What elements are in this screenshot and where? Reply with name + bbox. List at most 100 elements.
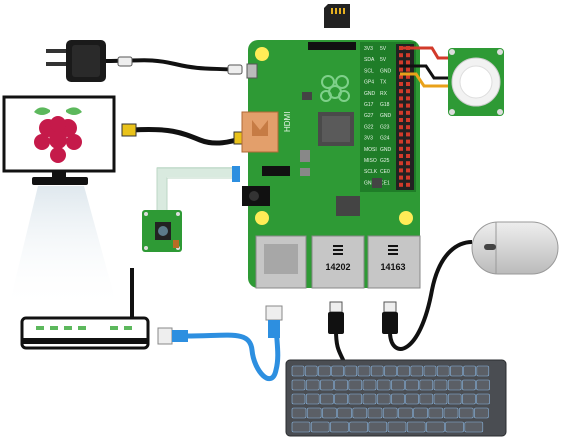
gpio-label: GND xyxy=(380,147,392,153)
keyboard-key xyxy=(463,365,476,377)
keyboard-key xyxy=(352,407,368,419)
keyboard-key xyxy=(337,407,352,419)
gpio-pin xyxy=(399,89,403,94)
power-adapter-icon xyxy=(46,40,106,82)
keyboard-key xyxy=(433,379,448,391)
gpio-label: GND xyxy=(364,91,376,97)
keyboard-key xyxy=(443,407,459,419)
gpio-label: G22 xyxy=(364,124,374,130)
keyboard-key xyxy=(405,393,419,405)
gpio-label: GND xyxy=(380,113,392,119)
gpio-pin xyxy=(399,60,403,65)
gpio-label: CE0 xyxy=(380,169,390,175)
keyboard-key xyxy=(391,379,405,391)
keyboard-key xyxy=(348,379,363,391)
keyboard-key xyxy=(291,379,306,391)
gpio-label: MOSI xyxy=(364,147,377,153)
gpio-pin xyxy=(399,139,403,144)
keyboard-key xyxy=(291,393,306,405)
gpio-pin xyxy=(406,103,410,108)
keyboard-key xyxy=(447,379,462,391)
keyboard-key xyxy=(362,393,377,405)
gpio-pin xyxy=(406,67,410,72)
keyboard-key xyxy=(291,407,307,419)
gpio-label: 3V3 xyxy=(364,136,373,142)
gpio-pin xyxy=(406,146,410,151)
keyboard-key xyxy=(462,379,476,391)
gpio-label: GP4 xyxy=(364,80,374,86)
keyboard-key xyxy=(304,365,318,377)
gpio-pin xyxy=(406,110,410,115)
keyboard-key xyxy=(462,393,476,405)
gpio-pin xyxy=(406,89,410,94)
keyboard-key xyxy=(391,393,405,405)
gpio-pin xyxy=(399,110,403,115)
gpio-pin xyxy=(406,74,410,79)
keyboard-key xyxy=(464,421,484,433)
gpio-label: 3V3 xyxy=(364,46,373,52)
keyboard-key xyxy=(433,393,448,405)
gpio-label: G25 xyxy=(380,158,390,164)
keyboard-key xyxy=(330,421,349,433)
gpio-label: RX xyxy=(380,91,388,97)
gpio-pin xyxy=(406,132,410,137)
keyboard-key xyxy=(476,365,490,377)
keyboard-key xyxy=(344,365,358,377)
keyboard-key xyxy=(382,407,398,419)
keyboard-key xyxy=(458,407,474,419)
sensor-wire-red xyxy=(400,46,448,60)
gpio-label: SCL xyxy=(364,68,374,74)
camera-module-icon xyxy=(142,210,182,252)
gpio-label: 5V xyxy=(380,57,387,63)
keyboard-key xyxy=(426,421,445,433)
gpio-label: GND xyxy=(380,68,392,74)
keyboard-key xyxy=(291,365,305,377)
keyboard-key xyxy=(450,365,463,377)
ethernet-cable xyxy=(185,319,281,382)
wifi-beam xyxy=(8,186,118,310)
gpio-label: TX xyxy=(380,80,387,86)
keyboard-key xyxy=(334,379,348,391)
keyboard-key xyxy=(331,365,344,377)
keyboard-icon xyxy=(285,359,507,437)
keyboard-key xyxy=(474,407,489,419)
camera-ribbon-cable xyxy=(156,166,240,210)
keyboard-key xyxy=(318,365,331,377)
gpio-label: MISO xyxy=(364,158,377,164)
keyboard-key xyxy=(368,421,388,433)
keyboard-key xyxy=(291,421,311,433)
usb-plug-icon xyxy=(117,56,133,67)
ethernet-plug-icon xyxy=(265,305,283,338)
gpio-pin xyxy=(399,67,403,72)
gpio-label: G18 xyxy=(380,102,390,108)
gpio-header xyxy=(396,44,414,190)
keyboard-key xyxy=(410,365,424,377)
board-raspberry-logo xyxy=(320,75,350,102)
sd-card-icon xyxy=(324,4,350,28)
keyboard-key xyxy=(305,379,320,391)
keyboard-key xyxy=(334,393,348,405)
keyboard-key xyxy=(387,421,407,433)
keyboard-key xyxy=(419,393,434,405)
gpio-label: G23 xyxy=(380,124,390,130)
gpio-pin xyxy=(406,60,410,65)
gpio-pin xyxy=(399,132,403,137)
keyboard-key xyxy=(306,407,322,419)
keyboard-key xyxy=(436,365,450,377)
sensor-wire-black xyxy=(400,64,448,80)
keyboard-key xyxy=(376,393,391,405)
gpio-label: G24 xyxy=(380,136,390,142)
monitor-icon xyxy=(2,95,116,185)
gpio-pin xyxy=(406,53,410,58)
hdmi-cable xyxy=(131,127,245,146)
keyboard-key xyxy=(322,407,337,419)
gpio-pin xyxy=(399,161,403,166)
gpio-label: SCLK xyxy=(364,169,378,175)
keyboard-key xyxy=(357,365,371,377)
raspberry-logo-icon xyxy=(34,107,82,163)
keyboard-key xyxy=(419,379,434,391)
gpio-pin xyxy=(399,182,403,187)
keyboard-key xyxy=(405,379,419,391)
